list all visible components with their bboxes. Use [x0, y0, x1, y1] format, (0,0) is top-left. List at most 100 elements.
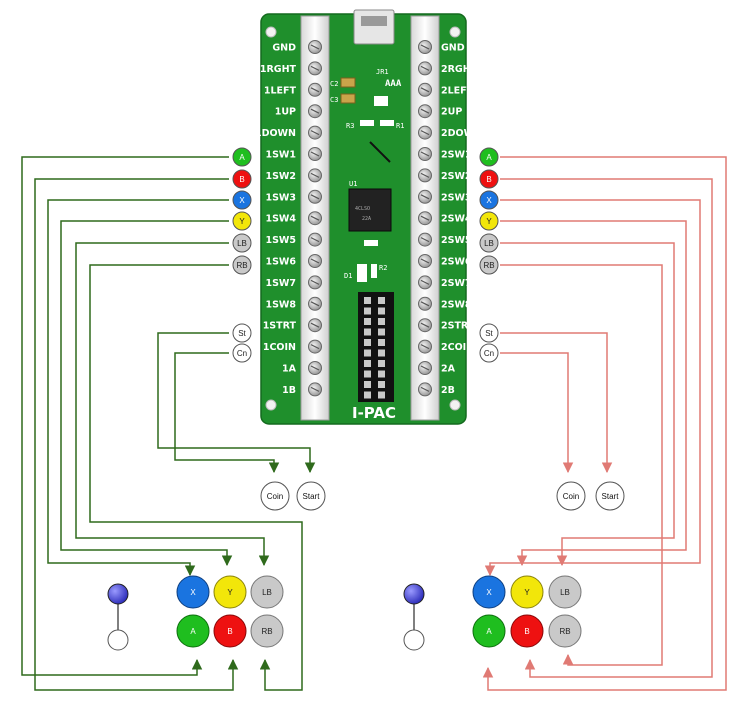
p2-x-button[interactable] — [472, 575, 506, 609]
pin-label-right: 2SW7 — [441, 278, 472, 289]
wire-p1-coin — [174, 352, 280, 474]
header-pin — [378, 370, 385, 378]
pin-label-right: 2B — [441, 385, 455, 396]
pin-label-left: 1SW1 — [265, 150, 296, 161]
header-pin — [364, 339, 371, 346]
pin-label-right: 2SW8 — [441, 299, 472, 310]
pin-label-left: 1COIN — [263, 342, 296, 353]
screw-slot — [420, 65, 430, 71]
p1-coin-button[interactable] — [260, 481, 290, 511]
screw-slot — [420, 237, 430, 243]
screw-slot — [310, 194, 320, 200]
pin-label-left: 1STRT — [263, 321, 297, 332]
p1-joystick[interactable] — [107, 583, 129, 651]
pin-label-left: 1LEFT — [264, 85, 297, 96]
screw-slot — [310, 151, 320, 157]
pin-label-left: 1RGHT — [260, 64, 297, 75]
wire-p2-x — [484, 199, 701, 577]
screw-slot — [310, 87, 320, 93]
p2-a-button[interactable] — [472, 614, 506, 648]
resistor-r1 — [380, 120, 394, 126]
screw-slot — [310, 108, 320, 114]
pin-label-left: 1SW8 — [265, 299, 296, 310]
pin-label-right: 2LEFT — [441, 85, 474, 96]
usb-port — [361, 16, 387, 26]
p2-joystick[interactable] — [403, 583, 425, 651]
mount-hole — [265, 26, 277, 38]
pin-label-left: 1UP — [275, 107, 296, 118]
p1-coin-label: Coin — [267, 492, 283, 501]
joystick-base — [403, 629, 425, 651]
p1-y-button[interactable] — [213, 575, 247, 609]
header-pin — [378, 339, 385, 346]
header-pin — [378, 360, 385, 367]
p2-lb-label: LB — [560, 588, 570, 597]
joystick-ball — [107, 583, 129, 605]
pin-label-left: 1DOWN — [255, 128, 296, 139]
tag-label-y: Y — [239, 217, 245, 226]
p1-start-button[interactable] — [296, 481, 326, 511]
screw-slot — [310, 215, 320, 221]
p1-b-button[interactable] — [213, 614, 247, 648]
p1-x-button[interactable] — [176, 575, 210, 609]
pin-label-right: 2RGHT — [441, 64, 478, 75]
p2-coin-label: Coin — [563, 492, 579, 501]
joystick-base — [107, 629, 129, 651]
screw-slot — [420, 44, 430, 50]
p1-a-label: A — [190, 627, 196, 636]
tag-label-a: A — [239, 153, 245, 162]
silk-jr1: JR1 — [376, 68, 389, 76]
tag-y-left — [232, 211, 252, 231]
resistor-r3 — [360, 120, 374, 126]
pin-label-right: 2COIN — [441, 342, 474, 353]
p2-b-label: B — [524, 627, 529, 636]
mount-hole — [265, 399, 277, 411]
p1-a-button[interactable] — [176, 614, 210, 648]
screw-slot — [420, 151, 430, 157]
pin-label-right: 2SW4 — [441, 214, 472, 225]
header-pin — [378, 328, 385, 336]
resistor-r2 — [371, 264, 377, 278]
screw-slot — [420, 344, 430, 350]
tag-label-start: St — [485, 329, 493, 338]
header-pin — [378, 349, 385, 357]
pin-label-left: 1SW5 — [265, 235, 296, 246]
tag-coin-left — [232, 343, 252, 363]
pin-label-right: 2STRT — [441, 321, 475, 332]
capacitor-c3 — [340, 93, 356, 104]
pin-label-left: 1SW7 — [265, 278, 296, 289]
p2-start-label: Start — [602, 492, 620, 501]
screw-slot — [420, 194, 430, 200]
p1-rb-button[interactable] — [250, 614, 284, 648]
tag-y-right — [479, 211, 499, 231]
tag-start-left — [232, 323, 252, 343]
wire-p1-b — [34, 178, 239, 691]
screw-slot — [310, 130, 320, 136]
p2-coin-button[interactable] — [556, 481, 586, 511]
screw-slot — [420, 279, 430, 285]
pin-label-right: 2SW1 — [441, 150, 472, 161]
p2-y-label: Y — [524, 588, 530, 597]
expansion-header — [358, 292, 394, 402]
pin-label-left: 1SW4 — [265, 214, 296, 225]
p2-start-button[interactable] — [595, 481, 625, 511]
p1-lb-button[interactable] — [250, 575, 284, 609]
silk-c3: C3 — [330, 96, 338, 104]
wire-p2-coin — [500, 352, 574, 474]
p2-lb-button[interactable] — [548, 575, 582, 609]
p2-rb-button[interactable] — [548, 614, 582, 648]
screw-slot — [310, 258, 320, 264]
p2-x-label: X — [486, 588, 492, 597]
pin-label-right: GND — [441, 43, 465, 54]
screw-slot — [310, 172, 320, 178]
header-pin — [364, 318, 371, 325]
tag-a-right — [479, 147, 499, 167]
joystick-ball — [403, 583, 425, 605]
p2-y-button[interactable] — [510, 575, 544, 609]
pin-label-right: 2SW5 — [441, 235, 472, 246]
screw-slot — [420, 130, 430, 136]
tag-label-b: B — [486, 175, 491, 184]
mount-hole — [449, 26, 461, 38]
screw-slot — [310, 344, 320, 350]
p2-b-button[interactable] — [510, 614, 544, 648]
